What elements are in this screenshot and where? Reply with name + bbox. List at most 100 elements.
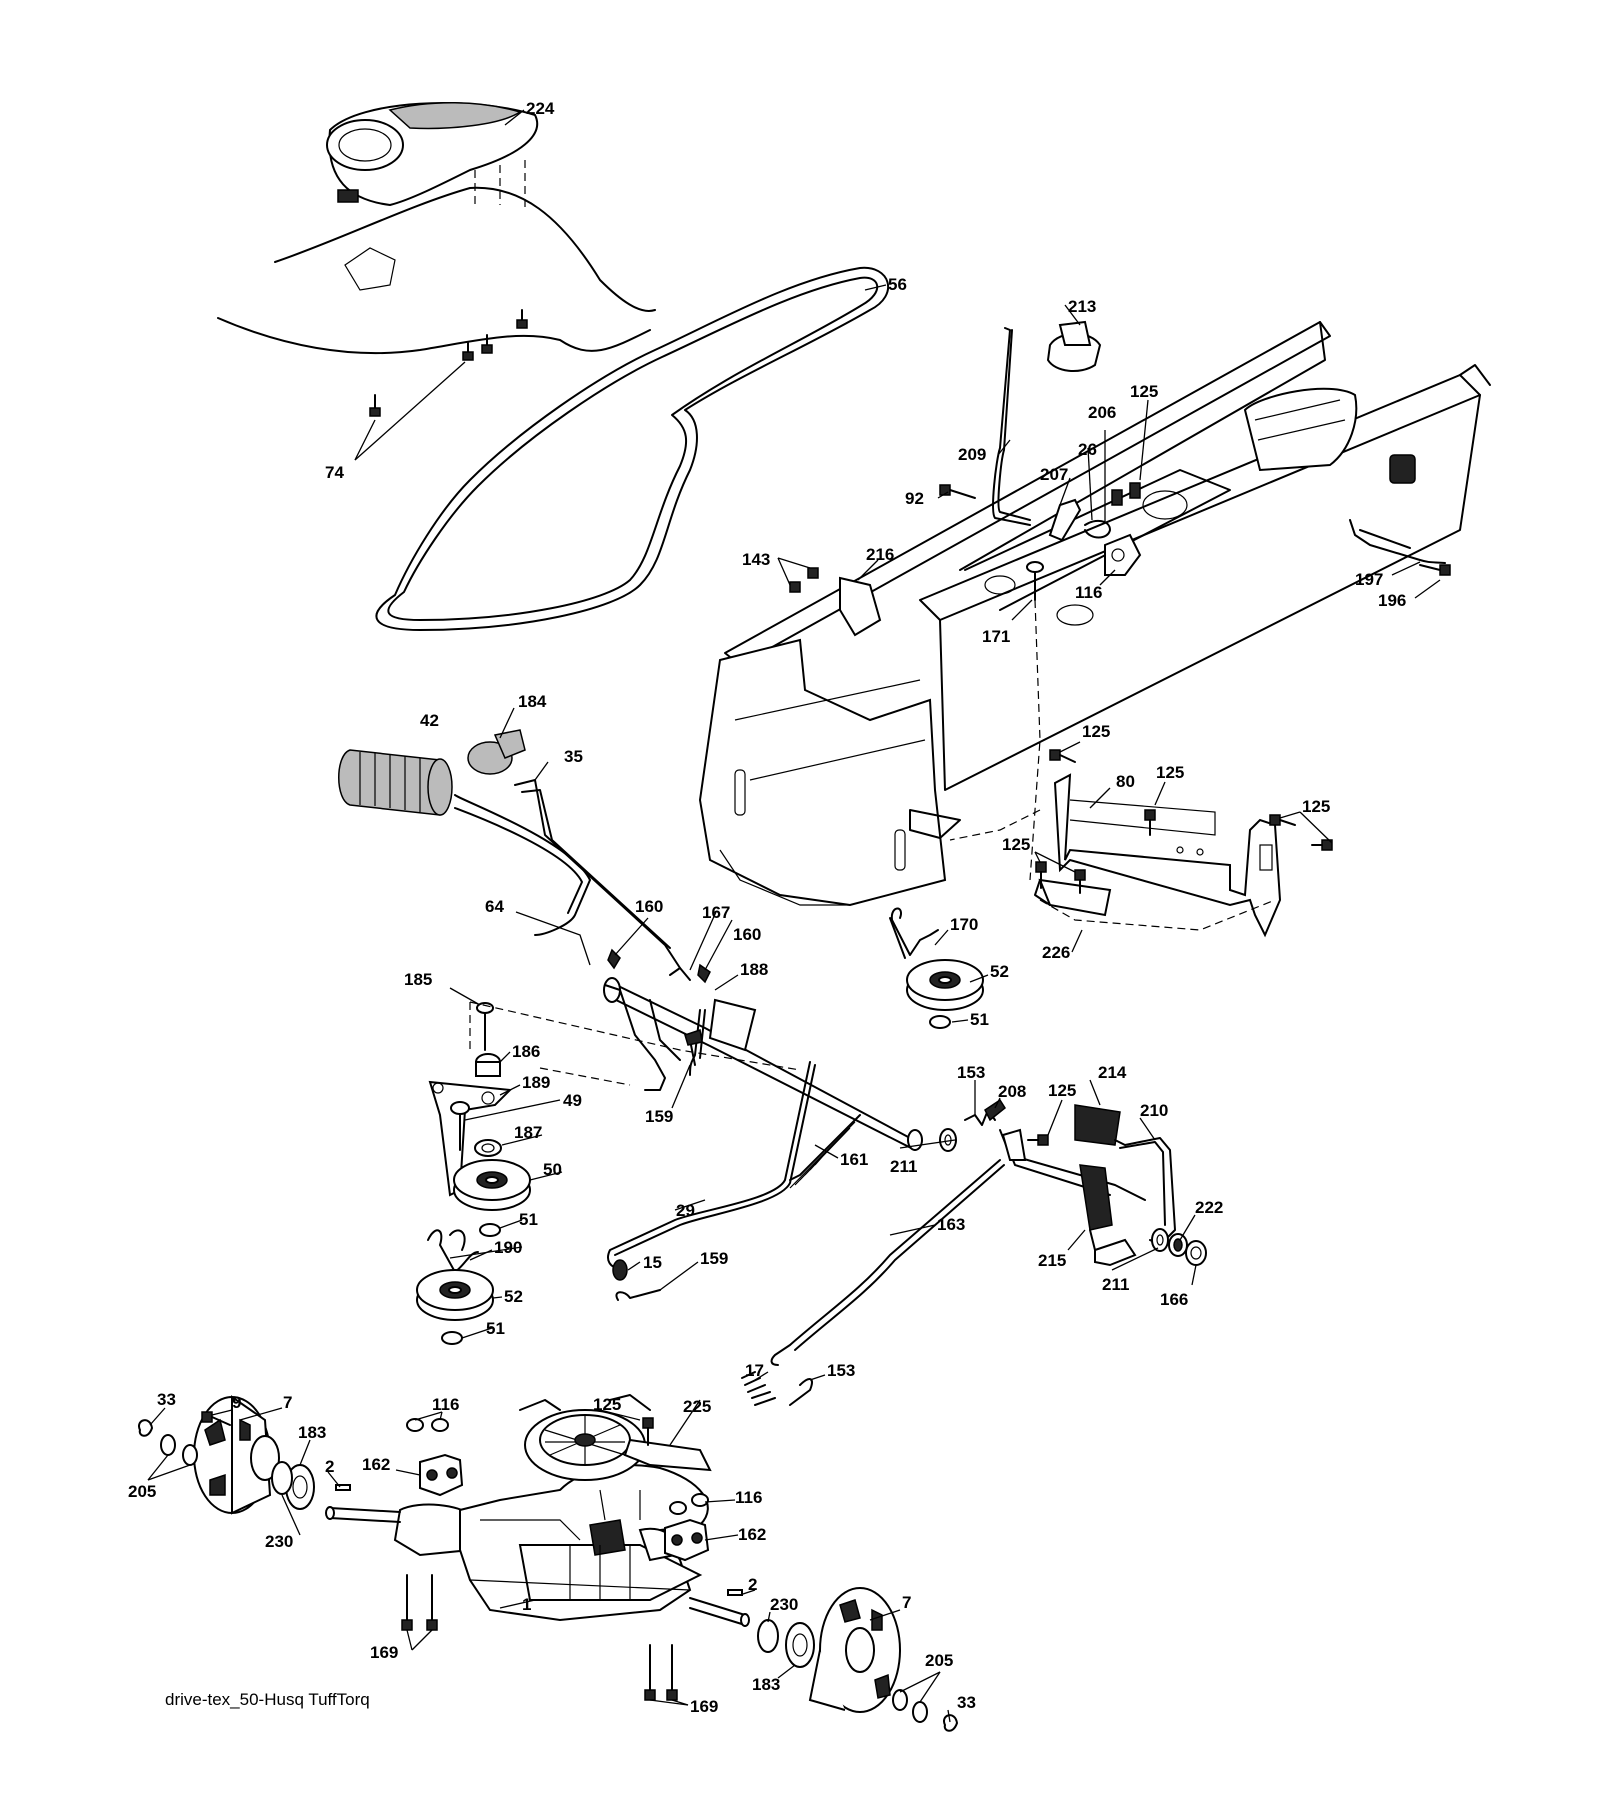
washer-230-left [271, 1461, 293, 1495]
label-2: 2 [325, 1457, 334, 1476]
label-169: 169 [370, 1643, 398, 1662]
mount-162-left [419, 1453, 464, 1497]
label-162-b: 162 [738, 1525, 766, 1544]
bolt-49 [450, 1101, 470, 1151]
label-162: 162 [362, 1455, 390, 1474]
label-224: 224 [526, 99, 555, 118]
label-51-b: 51 [519, 1210, 538, 1229]
fan-pulley [519, 1394, 651, 1481]
label-125-d: 125 [1302, 797, 1330, 816]
screws-74 [354, 309, 528, 461]
label-17: 17 [745, 1361, 764, 1380]
rod-29 [607, 1061, 816, 1269]
label-184: 184 [518, 692, 547, 711]
axle-right [689, 1597, 750, 1627]
bolt-185 [476, 1002, 494, 1051]
bushing-183-right [785, 1622, 815, 1668]
label-159: 159 [645, 1107, 673, 1126]
label-51: 51 [970, 1010, 989, 1029]
label-208: 208 [998, 1082, 1026, 1101]
label-52: 52 [990, 962, 1009, 981]
label-35: 35 [564, 747, 583, 766]
label-1: 1 [522, 1595, 531, 1614]
label-116-b: 116 [432, 1395, 459, 1414]
label-169-b: 169 [690, 1697, 718, 1716]
washer-230-right [757, 1619, 779, 1653]
axle-left [325, 1506, 401, 1523]
label-26: 26 [1078, 440, 1097, 459]
nuts-116-left [406, 1418, 449, 1432]
transaxle-1 [393, 1464, 709, 1622]
washers-222-211-166 [1151, 1228, 1207, 1266]
label-51-c: 51 [486, 1319, 505, 1338]
leader-lines [147, 109, 1441, 1723]
washers-205-right [892, 1689, 928, 1723]
label-213: 213 [1068, 297, 1096, 316]
label-92: 92 [905, 489, 924, 508]
label-160: 160 [635, 897, 663, 916]
label-143: 143 [742, 550, 770, 569]
label-205: 205 [128, 1482, 156, 1501]
label-230-b: 230 [770, 1595, 798, 1614]
clip-33-right [943, 1714, 958, 1732]
rod-163 [770, 1159, 1005, 1366]
screw-9 [201, 1411, 231, 1426]
label-56: 56 [888, 275, 907, 294]
label-9: 9 [232, 1393, 241, 1412]
label-167: 167 [702, 903, 730, 922]
part-labels: 224 56 74 213 125 206 209 26 207 92 143 … [128, 99, 1406, 1716]
knob-184 [467, 729, 526, 775]
label-166: 166 [1160, 1290, 1188, 1309]
label-186: 186 [512, 1042, 540, 1061]
label-171: 171 [982, 627, 1010, 646]
label-125-g: 125 [593, 1395, 621, 1414]
label-209: 209 [958, 445, 986, 464]
keys-2 [335, 1484, 743, 1596]
bracket-216-screws-143 [777, 557, 882, 637]
label-188: 188 [740, 960, 768, 979]
label-125: 125 [1130, 382, 1158, 401]
dashed-guides-left [469, 1001, 801, 1086]
bolt-196 [1419, 564, 1451, 576]
label-42: 42 [420, 711, 439, 730]
plate-226 [1034, 878, 1112, 917]
bolt-125-pedal [1027, 1134, 1049, 1146]
mount-162-right [664, 1518, 710, 1562]
label-125-f: 125 [1048, 1081, 1076, 1100]
arm-189 [428, 1080, 513, 1197]
label-225: 225 [683, 1397, 711, 1416]
label-207: 207 [1040, 465, 1068, 484]
label-29: 29 [676, 1201, 695, 1220]
washers-205-left [160, 1434, 198, 1466]
bushing-186 [475, 1053, 501, 1077]
label-189: 189 [522, 1073, 550, 1092]
spring-161 [789, 1114, 861, 1189]
label-183: 183 [298, 1423, 326, 1442]
label-2-b: 2 [748, 1575, 757, 1594]
label-215: 215 [1038, 1251, 1066, 1270]
plate-225 [623, 1417, 712, 1472]
label-163: 163 [937, 1215, 965, 1234]
label-33: 33 [157, 1390, 176, 1409]
washer-187 [474, 1139, 502, 1157]
pedal-shaft [999, 1128, 1146, 1201]
label-161: 161 [840, 1150, 868, 1169]
nut-51-lower [441, 1331, 463, 1345]
knob-213 [1046, 320, 1102, 372]
pulley-52-lower [416, 1269, 494, 1321]
bolt-171 [1026, 561, 1044, 881]
label-216: 216 [866, 545, 894, 564]
grip-42 [338, 749, 453, 816]
label-185: 185 [404, 970, 432, 989]
label-205-b: 205 [925, 1651, 953, 1670]
shift-bracket-206 [1048, 482, 1142, 576]
label-187: 187 [514, 1123, 542, 1142]
pulley-52-right [906, 959, 984, 1011]
shift-lever-209 [992, 327, 1031, 526]
pin-159-upper [684, 1029, 703, 1066]
label-206: 206 [1088, 403, 1116, 422]
label-211: 211 [890, 1157, 917, 1176]
label-50: 50 [543, 1160, 562, 1179]
label-125-e: 125 [1002, 835, 1030, 854]
label-116: 116 [1075, 583, 1102, 602]
